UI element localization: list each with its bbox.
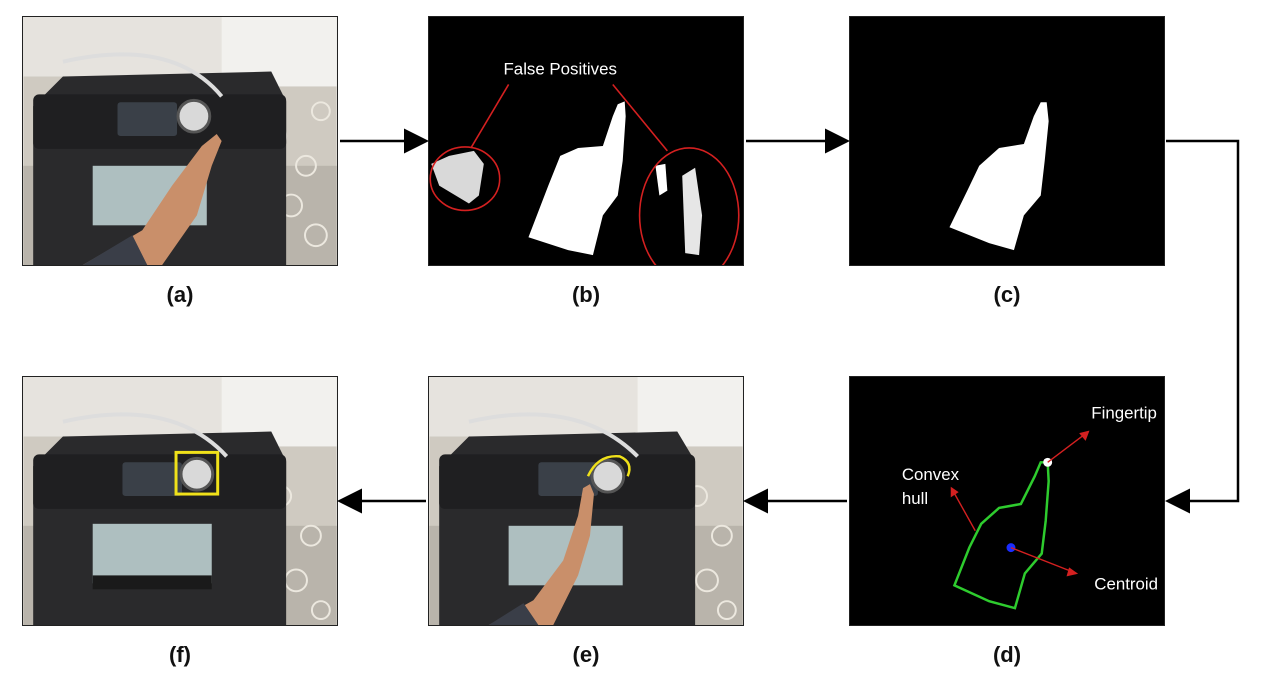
caption-e: (e) [572, 642, 600, 667]
panel-b-raw-mask: False Positives [428, 16, 744, 266]
caption-f: (f) [169, 642, 191, 667]
hull-visualization-d: Fingertip Convex hull Centroid [850, 377, 1164, 625]
centroid-arrow [1010, 546, 1077, 575]
leader-line-left [470, 84, 510, 149]
panel-e-finger-on-button [428, 376, 744, 626]
caption-c: (c) [993, 282, 1021, 307]
leader-line-right [612, 83, 668, 152]
caption-d: (d) [992, 642, 1022, 667]
fingertip-label: Fingertip [1091, 404, 1157, 423]
panel-d-convex-hull: Fingertip Convex hull Centroid [849, 376, 1165, 626]
caption-b: (b) [571, 282, 601, 307]
detection-box [174, 450, 220, 496]
centroid-label: Centroid [1094, 574, 1158, 593]
panel-a-input-photo [22, 16, 338, 266]
false-positive-circle-right [638, 147, 740, 265]
panel-c-clean-mask [849, 16, 1165, 266]
arrow-c-to-d [1165, 139, 1240, 514]
hull-arrow [950, 487, 976, 532]
binary-mask-b: False Positives [429, 17, 743, 265]
fingertip-arrow [1047, 431, 1089, 463]
panel-f-detected-button [22, 376, 338, 626]
false-positives-label: False Positives [504, 60, 617, 79]
printer-photo-e [429, 377, 743, 625]
binary-mask-c [850, 17, 1164, 265]
caption-a: (a) [166, 282, 194, 307]
printer-photo-f [23, 377, 337, 625]
hull-label-line2: hull [902, 489, 928, 508]
convex-label-line1: Convex [902, 465, 960, 484]
printer-photo-a [23, 17, 337, 265]
false-positive-circle-left [429, 146, 501, 212]
fingertip-hull-overlay [586, 454, 631, 477]
